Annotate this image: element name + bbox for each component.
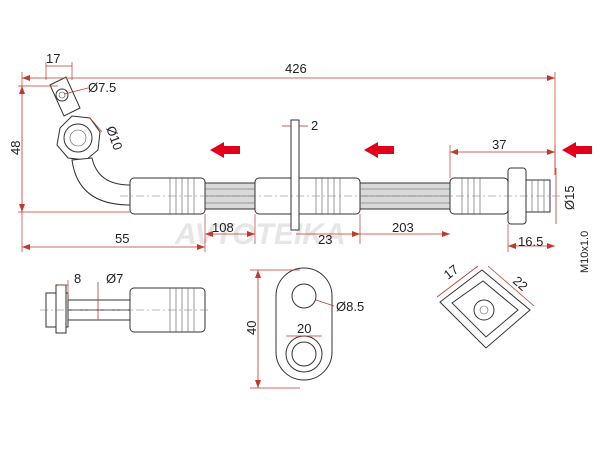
dim-thread: M10x1.0 <box>579 231 591 273</box>
dim-fitting-diameter: Ø15 <box>562 185 577 210</box>
dim-pin-diameter: Ø7 <box>106 271 123 286</box>
bracket-plate-view <box>275 267 333 381</box>
flow-arrow-right <box>562 142 592 158</box>
dim-hole-small: Ø7.5 <box>88 80 116 95</box>
flow-arrow-middle <box>364 142 394 158</box>
dim-hole-main: Ø10 <box>103 124 126 152</box>
square-fitting-view <box>439 269 531 349</box>
plate-small-hole <box>291 283 317 309</box>
dimensions-main: 426 17 Ø7.5 Ø10 48 2 37 Ø15 <box>8 51 591 273</box>
dim-plate-thickness: 2 <box>311 118 318 133</box>
dim-pin-width: 8 <box>74 271 81 286</box>
middle-bracket-plate <box>290 119 300 231</box>
dim-seg-203: 203 <box>392 220 414 235</box>
detail-view-left-end <box>40 284 210 334</box>
dim-square-b: 22 <box>510 273 531 294</box>
dim-fitting-length: 16.5 <box>518 234 543 249</box>
dim-plate-hole: Ø8.5 <box>336 299 364 314</box>
dimensions-plate: 40 20 Ø8.5 <box>244 269 364 389</box>
square-center-hole <box>473 299 495 321</box>
banjo-bracket <box>49 76 131 206</box>
dim-left-section: 55 <box>115 231 129 246</box>
dim-total-length: 426 <box>285 61 307 76</box>
dim-seg-23: 23 <box>318 232 332 247</box>
hose-assembly <box>49 76 560 231</box>
watermark-text: AVTOTEIKA <box>174 218 346 251</box>
pin-body <box>55 284 67 334</box>
dim-bracket-width: 17 <box>46 51 60 66</box>
dim-right-section: 37 <box>492 137 506 152</box>
dim-square-a: 17 <box>441 262 462 283</box>
dim-seg-108: 108 <box>212 220 234 235</box>
dim-height: 48 <box>8 141 23 155</box>
dimensions-detail-left: 8 Ø7 <box>58 271 123 320</box>
flow-arrow-left <box>210 142 240 158</box>
dim-plate-width: 20 <box>297 321 311 336</box>
dim-plate-height: 40 <box>244 321 259 335</box>
